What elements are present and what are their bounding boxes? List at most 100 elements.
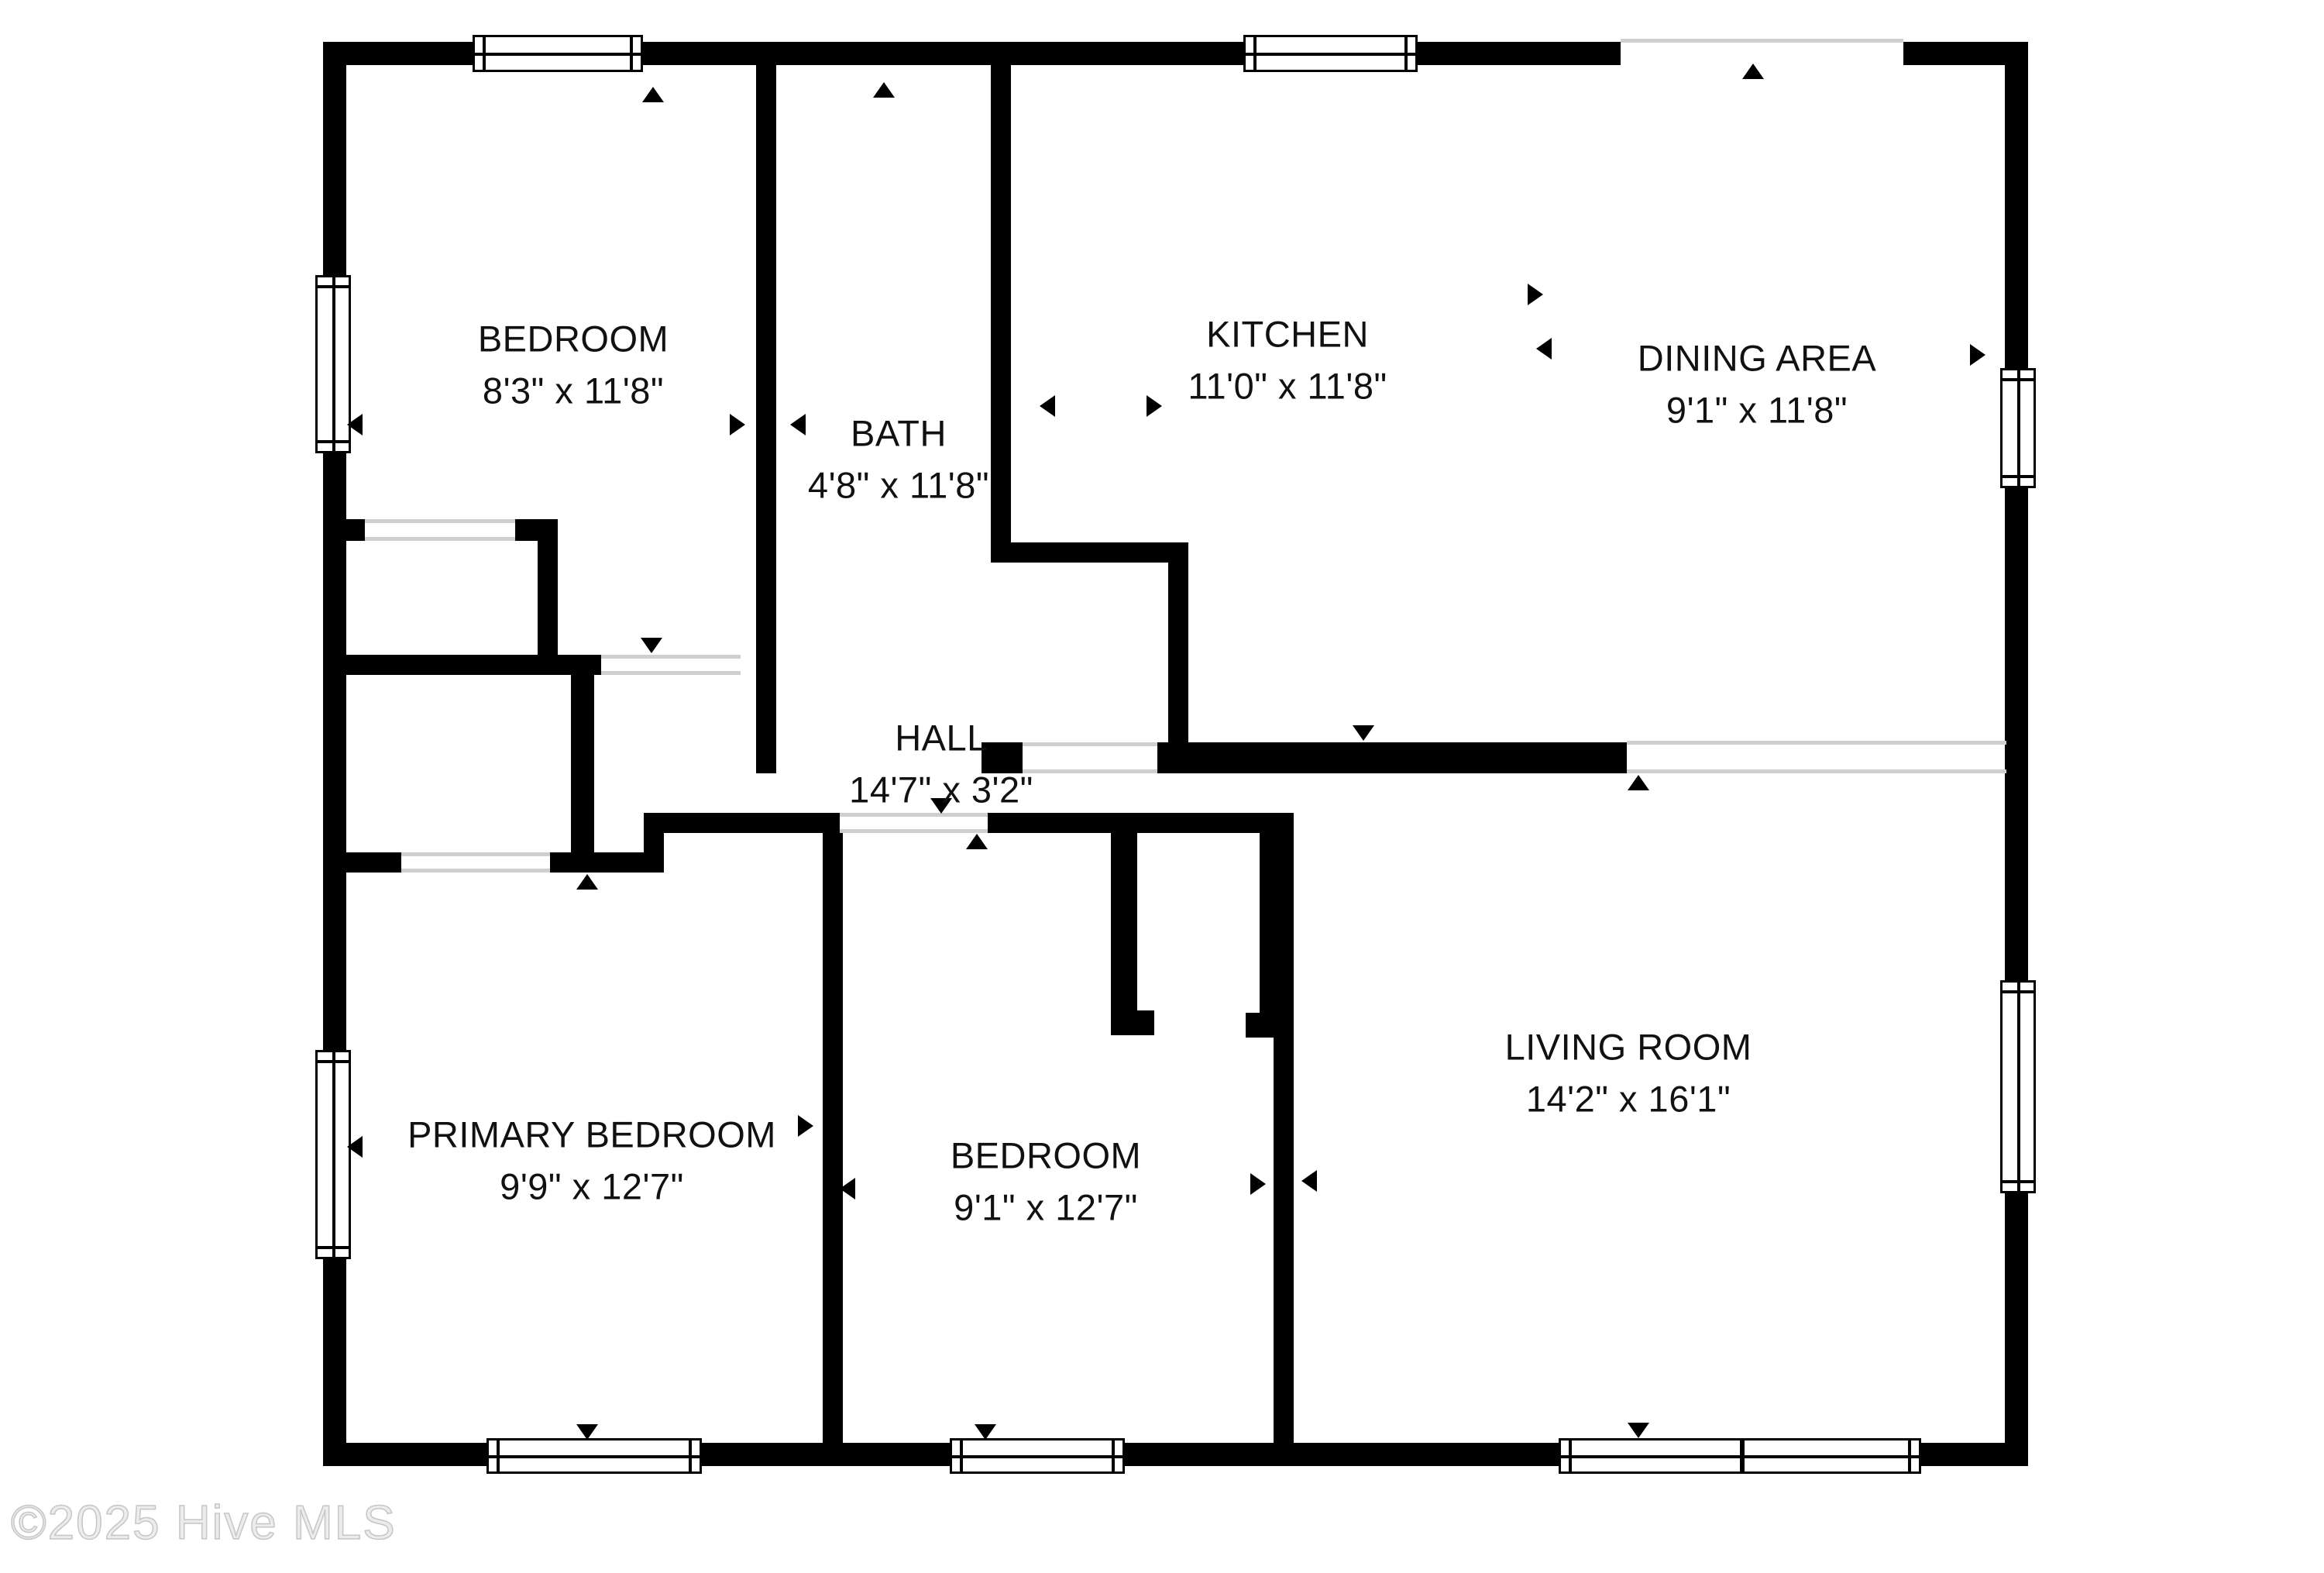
door-opening-line — [840, 829, 988, 833]
room-name: HALL — [895, 717, 988, 759]
wall-segment — [644, 813, 664, 873]
window — [2000, 980, 2036, 1193]
wall-segment — [323, 42, 346, 279]
window-mullion — [2017, 983, 2020, 1191]
wall-segment — [538, 541, 558, 655]
door-opening-line — [1621, 39, 1903, 43]
window — [473, 35, 643, 72]
door-arrow — [790, 414, 806, 435]
wall-segment — [1111, 1010, 1154, 1035]
room-label: LIVING ROOM 14'2" x 16'1" — [1505, 1021, 1752, 1124]
window — [1243, 35, 1418, 72]
door-arrow — [1628, 775, 1649, 790]
room-dimensions: 11'0" x 11'8" — [1188, 365, 1387, 406]
door-opening-line — [601, 671, 741, 675]
wall-segment — [639, 42, 1248, 65]
wall-segment — [982, 742, 1023, 773]
door-arrow — [873, 82, 895, 98]
door-opening-line — [1023, 769, 1157, 773]
door-arrow — [576, 874, 598, 890]
window — [950, 1438, 1125, 1474]
door-arrow — [730, 414, 745, 435]
wall-segment — [1168, 563, 1188, 742]
door-opening-line — [401, 869, 550, 873]
door-arrow — [642, 87, 664, 102]
wall-segment — [1111, 833, 1137, 1035]
wall-segment — [756, 65, 776, 773]
door-opening-line — [840, 813, 988, 817]
door-arrow — [798, 1115, 813, 1137]
wall-segment — [696, 1443, 955, 1466]
door-arrow — [1742, 64, 1764, 79]
wall-segment — [1260, 833, 1294, 1038]
door-arrow — [1353, 725, 1374, 741]
door-arrow — [576, 1424, 598, 1440]
window — [1559, 1438, 1921, 1474]
door-arrow — [1301, 1170, 1317, 1192]
door-arrow — [1147, 395, 1162, 417]
window — [315, 275, 351, 453]
wall-segment — [323, 1443, 492, 1466]
wall-segment — [1157, 742, 1627, 773]
wall-segment — [323, 449, 346, 1054]
room-label: BEDROOM 8'3" x 11'8" — [478, 313, 669, 416]
window — [2000, 368, 2036, 488]
door-opening-line — [1627, 769, 2006, 773]
window-mullion — [475, 53, 641, 56]
room-name: BEDROOM — [950, 1134, 1142, 1176]
wall-segment — [988, 813, 1294, 833]
wall-segment — [345, 852, 401, 873]
room-name: LIVING ROOM — [1504, 1026, 1752, 1068]
wall-segment — [323, 655, 601, 675]
wall-segment — [571, 675, 594, 852]
door-opening-line — [601, 655, 741, 659]
wall-segment — [1120, 1443, 1563, 1466]
room-label: HALL 14'7" x 3'2" — [849, 712, 1033, 815]
door-arrow — [1250, 1173, 1266, 1195]
door-opening-line — [365, 537, 515, 541]
wall-segment — [2005, 42, 2028, 372]
door-arrow — [1628, 1423, 1649, 1438]
door-arrow — [641, 638, 662, 653]
room-label: KITCHEN 11'0" x 11'8" — [1188, 308, 1387, 411]
door-arrow — [975, 1424, 996, 1440]
room-name: BEDROOM — [477, 318, 669, 360]
window-mullion — [489, 1455, 700, 1458]
wall-segment — [1917, 1443, 2028, 1466]
wall-segment — [2005, 484, 2028, 984]
door-arrow — [840, 1178, 855, 1200]
wall-segment — [991, 542, 1188, 563]
room-dimensions: 14'7" x 3'2" — [849, 769, 1033, 810]
door-opening-line — [1627, 741, 2006, 745]
room-dimensions: 14'2" x 16'1" — [1525, 1078, 1731, 1119]
window-mullion — [1246, 53, 1415, 56]
room-dimensions: 8'3" x 11'8" — [482, 370, 665, 411]
door-arrow — [347, 1136, 363, 1158]
window-mullion — [332, 277, 335, 451]
wall-segment — [323, 519, 365, 541]
wall-segment — [1246, 1013, 1294, 1038]
room-name: BATH — [851, 412, 947, 454]
door-opening-line — [365, 519, 515, 523]
wall-segment — [323, 1255, 346, 1466]
room-dimensions: 4'8" x 11'8" — [807, 464, 990, 505]
door-opening-line — [1023, 742, 1157, 746]
room-dimensions: 9'9" x 12'7" — [500, 1165, 684, 1206]
wall-segment — [1413, 42, 1621, 65]
room-dimensions: 9'1" x 11'8" — [1666, 389, 1848, 430]
door-arrow — [930, 798, 952, 814]
window-center-divider — [1740, 1440, 1745, 1471]
wall-segment — [823, 833, 843, 1443]
door-arrow — [1040, 395, 1055, 417]
window-mullion — [952, 1455, 1122, 1458]
window-mullion — [2017, 370, 2020, 486]
door-opening-line — [401, 852, 550, 856]
room-name: KITCHEN — [1206, 313, 1369, 355]
door-arrow — [1528, 284, 1543, 305]
window — [315, 1050, 351, 1259]
room-label: BATH 4'8" x 11'8" — [808, 408, 989, 511]
window-mullion — [332, 1052, 335, 1257]
door-arrow — [347, 414, 363, 435]
